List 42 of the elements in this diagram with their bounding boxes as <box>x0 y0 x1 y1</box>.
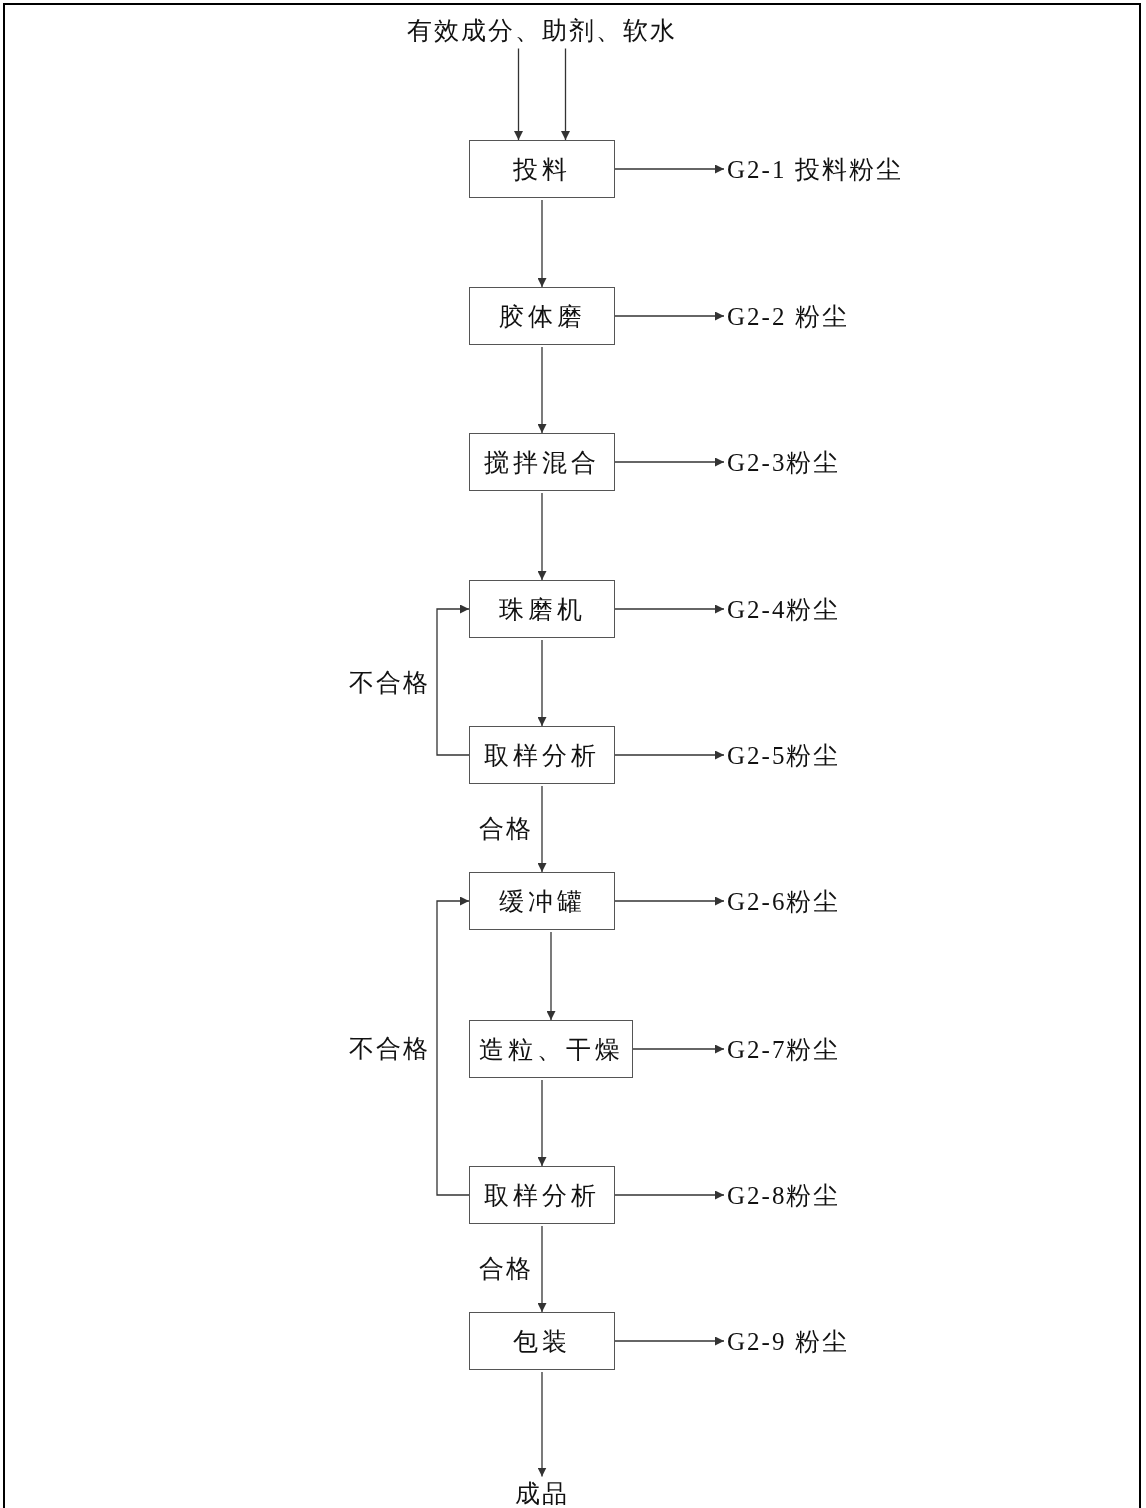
emission-label: G2-3粉尘 <box>727 445 841 479</box>
arrow <box>614 1190 725 1200</box>
emission-label: G2-1 投料粉尘 <box>727 152 903 186</box>
process-box: 缓冲罐 <box>469 872 615 930</box>
process-box: 包装 <box>469 1312 615 1370</box>
process-box: 胶体磨 <box>469 287 615 345</box>
process-box: 造粒、干燥 <box>469 1020 633 1078</box>
arrow <box>436 604 470 756</box>
arrow <box>537 1079 547 1167</box>
emission-label: G2-7粉尘 <box>727 1032 841 1066</box>
process-box: 珠磨机 <box>469 580 615 638</box>
arrow <box>436 896 470 1196</box>
arrow <box>561 47 570 141</box>
process-box: 投料 <box>469 140 615 198</box>
arrow <box>614 164 725 174</box>
arrow <box>614 896 725 906</box>
emission-label: G2-2 粉尘 <box>727 299 849 333</box>
emission-label: G2-5粉尘 <box>727 738 841 772</box>
emission-label: G2-4粉尘 <box>727 592 841 626</box>
arrow <box>537 1225 547 1313</box>
arrow <box>614 1336 725 1346</box>
process-box: 取样分析 <box>469 1166 615 1224</box>
arrow <box>546 931 556 1021</box>
emission-label: G2-9 粉尘 <box>727 1324 849 1358</box>
arrow <box>614 457 725 467</box>
emission-label: G2-6粉尘 <box>727 884 841 918</box>
flow-text: 成品 <box>515 1476 569 1508</box>
flow-text: 有效成分、助剂、软水 <box>407 13 677 47</box>
arrow <box>537 639 547 727</box>
arrow <box>537 346 547 434</box>
process-box: 搅拌混合 <box>469 433 615 491</box>
arrow <box>614 604 725 614</box>
emission-label: G2-8粉尘 <box>727 1178 841 1212</box>
process-box: 取样分析 <box>469 726 615 784</box>
arrow <box>537 199 547 288</box>
arrow <box>514 47 523 141</box>
arrow <box>537 492 547 581</box>
arrow <box>614 750 725 760</box>
arrow <box>537 1371 547 1478</box>
arrow <box>614 311 725 321</box>
arrow <box>632 1044 725 1054</box>
arrow <box>537 785 547 873</box>
